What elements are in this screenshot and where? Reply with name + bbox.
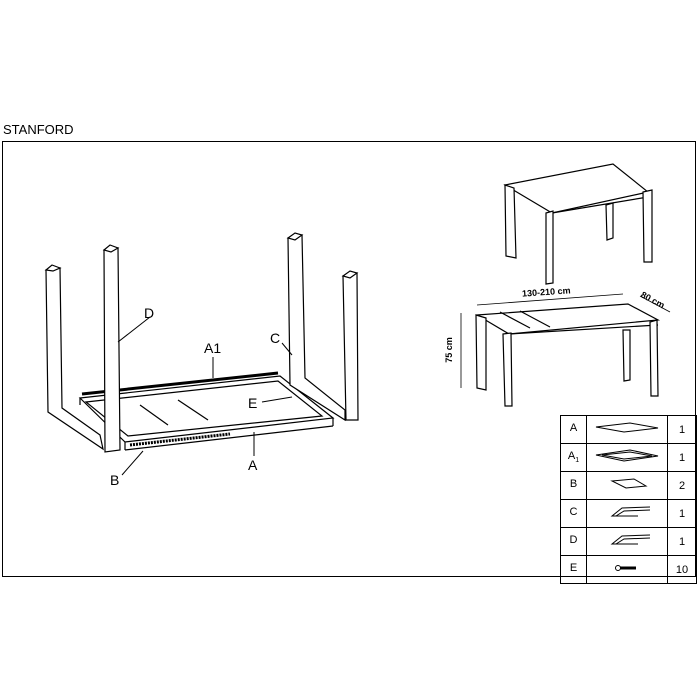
part-quantity: 1 [667, 499, 697, 528]
label-c: C [270, 330, 281, 346]
part-code-letter: E [569, 562, 578, 575]
dimension-height: 75 cm [443, 337, 454, 363]
part-code: E [560, 555, 587, 584]
extension-leaf-icon [610, 478, 648, 489]
dimension-lines [460, 293, 671, 388]
label-a: A [248, 457, 258, 473]
screw-icon [615, 565, 636, 571]
part-code-letter: A [569, 422, 578, 435]
part-illustration [586, 555, 668, 584]
part-code: A [560, 415, 587, 444]
parts-row: E 10 [560, 555, 697, 584]
label-e: E [248, 395, 258, 411]
part-quantity: 1 [667, 527, 697, 556]
table-extended-view [475, 303, 661, 407]
part-illustration [586, 415, 668, 444]
tabletop-icon [595, 422, 659, 433]
part-quantity: 1 [667, 443, 697, 472]
leg-frame-icon [610, 506, 651, 517]
part-code: C [560, 499, 587, 528]
part-code: D [560, 527, 587, 556]
table-closed-view [503, 163, 653, 285]
product-title: STANFORD [3, 122, 74, 137]
part-code-letter: D [569, 534, 578, 547]
leg-frame-c [286, 232, 359, 422]
label-d: D [144, 305, 155, 321]
label-b: B [110, 472, 120, 488]
leg-frame-icon [610, 534, 651, 545]
part-quantity: 1 [667, 415, 697, 444]
part-code: A1 [560, 443, 587, 472]
part-code: B [560, 471, 587, 500]
part-code-letter: B [569, 478, 578, 491]
diagram-frame [2, 141, 696, 577]
part-illustration [586, 527, 668, 556]
frame-icon [595, 449, 659, 462]
part-illustration [586, 499, 668, 528]
part-code-letter: A [567, 450, 576, 463]
part-quantity: 10 [667, 555, 697, 584]
part-illustration [586, 443, 668, 472]
label-a1: A1 [204, 340, 222, 356]
part-code-subscript: 1 [575, 457, 580, 465]
leg-frame-d [44, 244, 121, 453]
part-code-letter: C [569, 506, 578, 519]
part-quantity: 2 [667, 471, 697, 500]
part-illustration [586, 471, 668, 500]
